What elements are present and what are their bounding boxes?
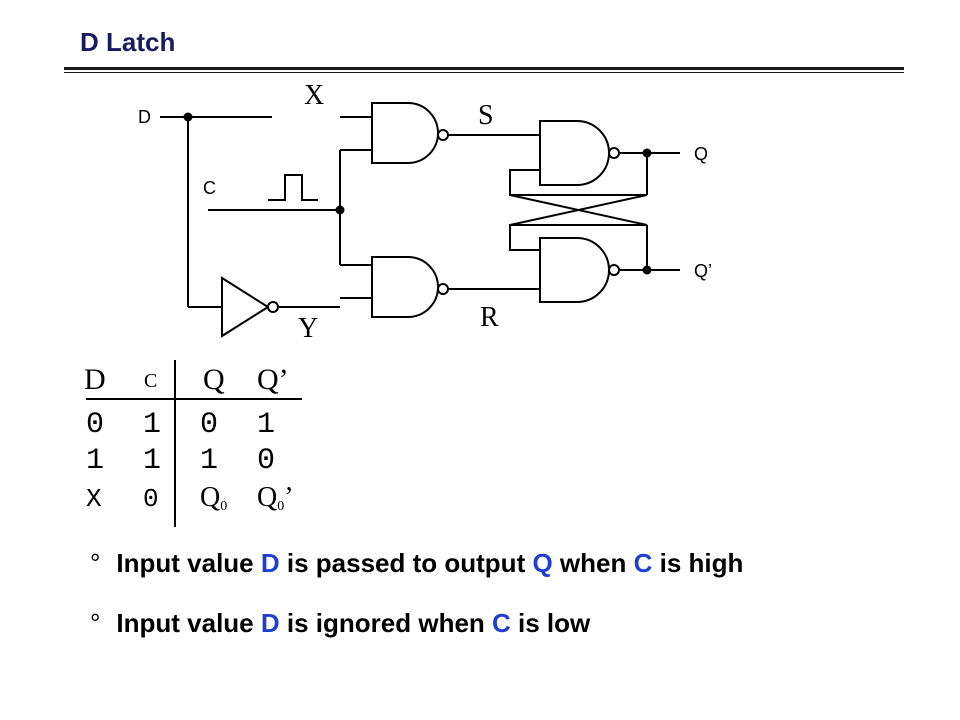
bullet-item: °Input value D is ignored when C is low	[90, 608, 591, 638]
input-c-label: C	[203, 178, 216, 198]
bullet-item: °Input value D is passed to output Q whe…	[90, 548, 744, 578]
th-q: Q	[203, 363, 225, 396]
cell-q: 0	[200, 408, 219, 442]
cell-c: 1	[143, 408, 162, 442]
th-d: D	[84, 363, 106, 396]
cell-d: X	[86, 484, 102, 514]
title-rule-thin	[64, 72, 904, 73]
cell-c: 0	[143, 484, 159, 514]
cell-qbar-hold: Q0’	[257, 482, 294, 514]
cell-q-hold: Q0	[200, 482, 228, 514]
cell-q: 1	[200, 444, 219, 478]
th-c: C	[144, 370, 158, 392]
table-column-rule	[174, 360, 176, 527]
node-r-label: R	[480, 302, 499, 333]
page-title: D Latch	[80, 27, 176, 57]
cell-qbar: 0	[257, 444, 276, 478]
output-qbar-label: Q’	[694, 261, 712, 281]
d-latch-circuit	[160, 102, 680, 338]
cell-c: 1	[143, 444, 162, 478]
bullet-mark: °	[90, 548, 101, 578]
cell-d: 1	[86, 444, 105, 478]
title-rule	[64, 67, 904, 70]
input-d-label: D	[138, 107, 151, 127]
bullet-mark: °	[90, 608, 101, 638]
node-x-label: X	[304, 80, 325, 111]
cell-qbar: 1	[257, 408, 276, 442]
cell-d: 0	[86, 408, 105, 442]
table-header-rule	[86, 398, 302, 400]
node-s-label: S	[478, 100, 494, 131]
th-qbar: Q’	[257, 363, 289, 396]
output-q-label: Q	[694, 144, 709, 164]
node-y-label: Y	[298, 313, 319, 344]
